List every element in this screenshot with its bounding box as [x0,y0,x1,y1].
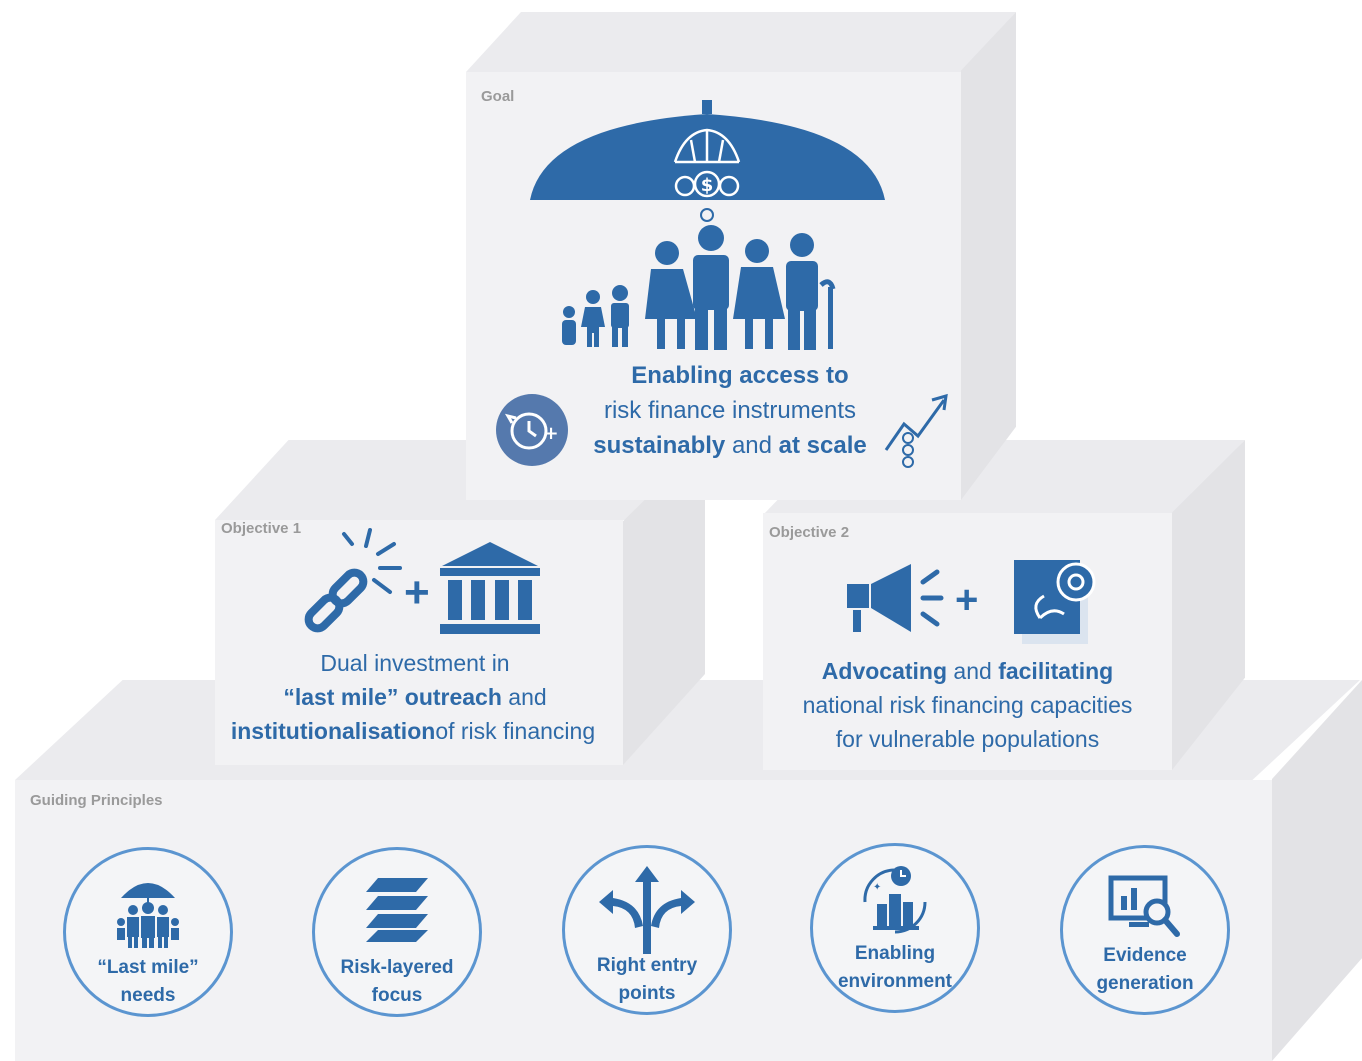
principle-3-line-1: Right entry [596,955,698,976]
principles-label: Guiding Principles [30,792,163,809]
institution-icon [440,542,540,634]
svg-text:✦: ✦ [873,882,881,893]
objective1-last-mile: “last mile” outreach [283,684,502,710]
principle-1-line-2: needs [120,985,176,1006]
goal-label: Goal [481,88,515,105]
goal-sustainably: sustainably [593,432,726,459]
objective1-line-2: “last mile” outreach and [215,684,615,711]
principle-right-entry: Right entry points [562,845,732,1015]
settings-document-icon [1014,560,1096,644]
goal-line-1: Enabling access to [631,362,849,389]
megaphone-icon [847,564,944,632]
layers-icon [366,878,428,942]
objective2-advocating: Advocating [821,658,948,684]
objective1-line-3: institutionalisationof risk financing [208,718,618,745]
objective1-plus: + [404,568,430,617]
growth-chart-icon [884,393,948,468]
svg-text:+: + [543,423,558,444]
principle-last-mile: “Last mile” needs [63,847,233,1017]
city-clock-icon: ✦ [863,866,927,934]
principle-5-line-2: generation [1096,973,1194,994]
principle-4-line-2: environment [837,971,953,992]
objective1-line-1: Dual investment in [320,650,510,676]
objective2-plus: + [955,578,979,622]
objective2-label: Objective 2 [769,524,850,541]
objective2-block-face [763,513,1172,770]
principle-2-line-2: focus [371,985,423,1006]
principle-2-line-1: Risk-layered [340,957,454,978]
objective1-and: and [508,684,547,710]
clock-plus-icon: + [496,394,568,466]
objective1-block-face [215,520,623,765]
objective2-line-2: national risk financing capacities [802,692,1133,718]
objective1-label: Objective 1 [221,520,302,537]
principle-risk-layered: Risk-layered focus [312,847,482,1017]
goal-line-3: sustainably and at scale [570,432,890,460]
family-umbrella-icon [117,883,179,948]
analytics-search-icon [1108,875,1180,937]
goal-and: and [731,432,772,459]
umbrella-icon: $ [530,100,885,222]
family-icon [562,225,836,350]
arrows-icon [599,866,695,954]
objective1-institutionalisation: institutionalisation [230,718,436,744]
objective2-line-3: for vulnerable populations [835,726,1100,752]
principle-evidence-generation: Evidence generation [1060,845,1230,1015]
objective2-facilitating: facilitating [998,658,1114,684]
goal-at-scale: at scale [778,432,867,459]
objective1-of-risk: of risk financing [435,718,596,744]
goal-line-2: risk finance instruments [603,397,857,424]
objective2-and: and [953,658,992,684]
principle-1-line-1: “Last mile” [97,957,199,978]
principle-4-line-1: Enabling [854,943,936,964]
svg-text:$: $ [701,175,714,196]
principle-5-line-1: Evidence [1103,945,1187,966]
goal-block-side [961,12,1016,500]
broken-chain-icon [304,528,402,633]
principle-3-line-2: points [618,983,676,1004]
goal-block-top [466,12,1016,72]
objective2-line-1: Advocating and facilitating [763,658,1172,685]
principle-enabling-environment: ✦ Enabling environment [810,843,980,1013]
